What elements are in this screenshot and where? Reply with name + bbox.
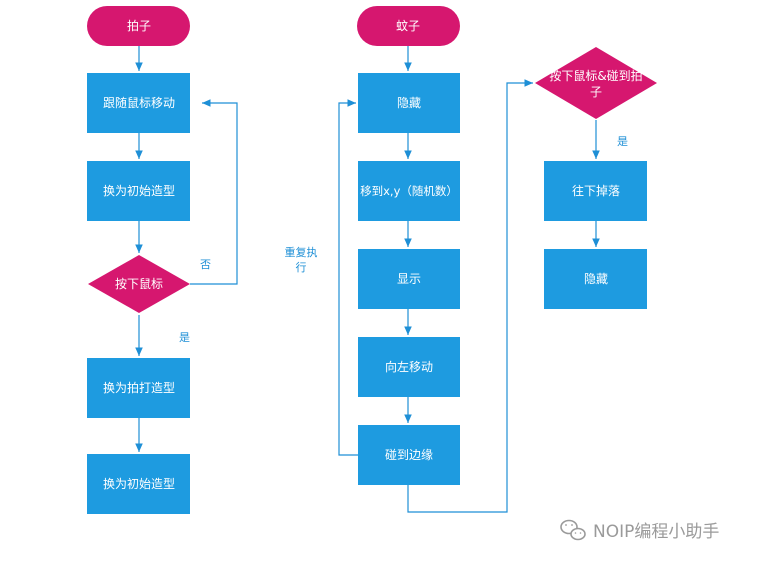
mosquito-step-move-left-label: 向左移动: [385, 359, 433, 374]
repeat-label-line1: 重复执: [285, 245, 318, 259]
edge-decision-no-loop: [190, 99, 238, 285]
mosquito-step-show: 显示: [358, 249, 460, 309]
mosquito-step-move-random: 移到x,y（随机数）: [358, 161, 460, 221]
mosquito-step-hide: 隐藏: [358, 73, 460, 133]
mosquito-start-node: 蚊子: [357, 6, 460, 46]
mosquito-step-show-label: 显示: [397, 272, 421, 286]
paddle-step-costume-label: 换为初始造型: [103, 184, 175, 198]
hit-step-fall-label: 往下掉落: [572, 183, 620, 198]
mosquito-step-move-left: 向左移动: [358, 337, 460, 397]
mosquito-start-label: 蚊子: [396, 18, 420, 33]
paddle-decision-label: 按下鼠标: [115, 277, 163, 291]
paddle-step-hit-costume: 换为拍打造型: [87, 358, 190, 418]
watermark: NOIP编程小助手: [560, 519, 719, 542]
mosquito-step-touch-edge: 碰到边缘: [358, 425, 460, 485]
wechat-icon: [560, 519, 586, 541]
paddle-no-label: 否: [200, 258, 211, 271]
mosquito-step-touch-edge-label: 碰到边缘: [385, 448, 433, 462]
hit-step-hide: 隐藏: [544, 249, 647, 309]
hit-decision: 按下鼠标&碰到拍 子: [535, 47, 657, 119]
hit-decision-label-line1: 按下鼠标&碰到拍: [549, 68, 642, 83]
hit-decision-label-line2: 子: [590, 85, 602, 99]
paddle-step-initial-costume-label: 换为初始造型: [103, 477, 175, 491]
mosquito-step-move-random-label: 移到x,y（随机数）: [360, 184, 458, 198]
paddle-step-follow-label: 跟随鼠标移动: [103, 95, 175, 110]
mosquito-step-hide-label: 隐藏: [397, 96, 421, 110]
hit-yes-label: 是: [617, 135, 628, 148]
hit-step-hide-label: 隐藏: [584, 272, 608, 286]
hit-step-fall: 往下掉落: [544, 161, 647, 221]
paddle-step-costume: 换为初始造型: [87, 161, 190, 221]
connectors: [135, 46, 600, 513]
repeat-label-line2: 行: [296, 261, 307, 274]
paddle-yes-label: 是: [179, 331, 190, 344]
watermark-text: NOIP编程小助手: [593, 522, 719, 542]
paddle-start-node: 拍子: [87, 6, 190, 46]
paddle-start-label: 拍子: [127, 18, 151, 33]
edge-repeat-loop: [338, 99, 358, 456]
paddle-step-hit-costume-label: 换为拍打造型: [103, 380, 175, 395]
paddle-decision: 按下鼠标: [88, 255, 190, 313]
paddle-step-initial-costume: 换为初始造型: [87, 454, 190, 514]
paddle-step-follow: 跟随鼠标移动: [87, 73, 190, 133]
edge-edge-to-hit-decision: [407, 79, 533, 513]
